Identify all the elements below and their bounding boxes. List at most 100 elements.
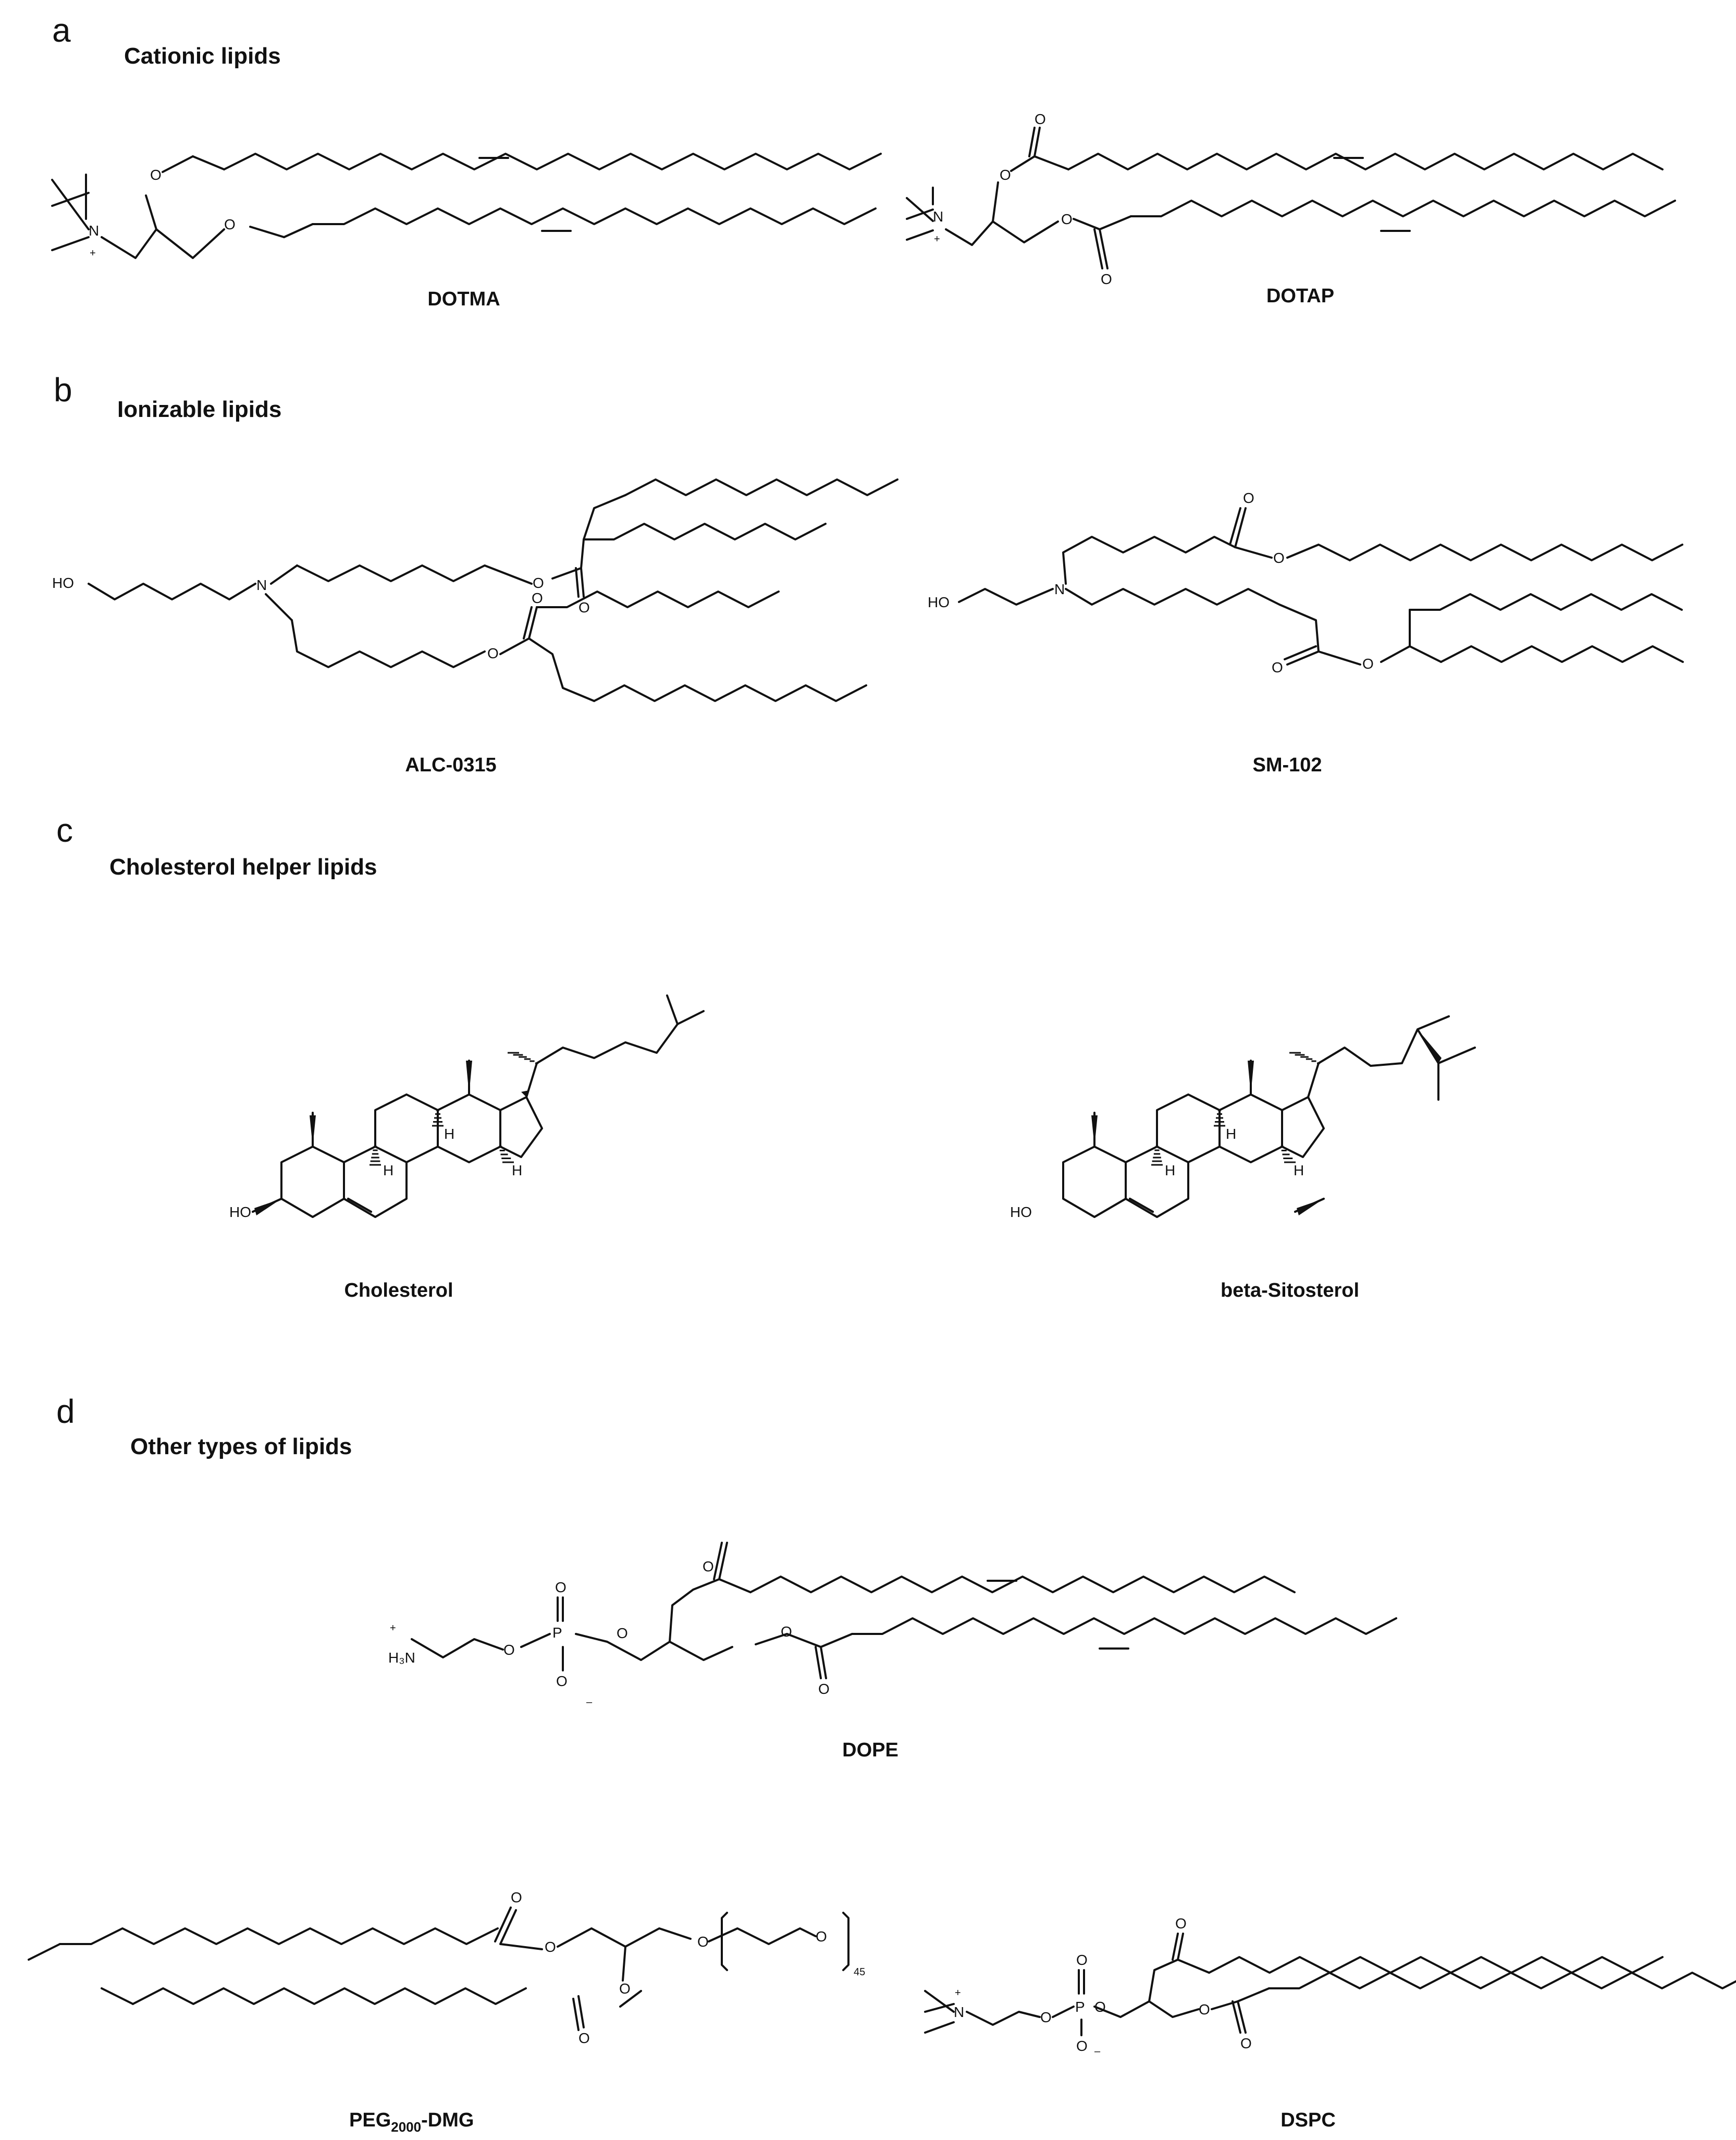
bond-decorations xyxy=(254,157,1442,1650)
atom-hydrogen: H xyxy=(1294,1162,1304,1178)
stereo-wedge xyxy=(310,1115,316,1147)
atom-oxygen: O xyxy=(1000,167,1011,183)
panel-letter-d: d xyxy=(56,1393,75,1430)
atom-oxygen: O xyxy=(578,2030,590,2046)
structure-peg2000-dmg: O O 45 O O O O PEG2000-DMG xyxy=(28,1889,865,2135)
atom-oxygen: O xyxy=(556,1673,568,1689)
atom-oxygen: O xyxy=(487,645,499,661)
compound-label-dotap: DOTAP xyxy=(1266,285,1334,307)
dspc-stearoyl-chain-2 xyxy=(1268,1972,1736,1989)
compound-label-sm-102: SM-102 xyxy=(1252,754,1322,776)
compound-label-beta-sitosterol: beta-Sitosterol xyxy=(1221,1280,1359,1301)
stereo-wedge xyxy=(254,1199,281,1215)
peg-repeat-count: 45 xyxy=(854,1966,865,1978)
panel-heading-b: Ionizable lipids xyxy=(117,397,281,422)
atom-oxygen: O xyxy=(818,1681,830,1697)
dotap-oleoyl-chain-1 xyxy=(1067,153,1664,170)
panel-a: a Cationic lipids N + O O DOTMA N + xyxy=(51,11,1334,310)
panel-b: b Ionizable lipids HO N O O O O ALC-0315 xyxy=(52,371,1442,776)
structure-cholesterol: HO H H H Cholesterol xyxy=(229,994,705,1301)
panel-letter-c: c xyxy=(56,811,73,849)
sm-branch-chain-2 xyxy=(1440,645,1684,663)
atom-oxygen: O xyxy=(619,1981,631,1997)
compound-label-dotma: DOTMA xyxy=(427,288,500,310)
dmg-myristoyl-chain-1 xyxy=(59,1927,499,1945)
dotma-oleyl-chain-1 xyxy=(223,153,882,170)
atom-oxygen: O xyxy=(816,1928,827,1945)
atom-oxygen: O xyxy=(555,1579,567,1595)
charge-minus: – xyxy=(586,1696,593,1708)
charge-plus: + xyxy=(934,233,940,245)
compound-label-cholesterol: Cholesterol xyxy=(344,1280,453,1301)
dope-oleoyl-chain-1 xyxy=(749,1576,1296,1593)
atom-oxygen: O xyxy=(224,216,236,232)
alc-hexyl-tail-4 xyxy=(536,591,780,608)
structure-dotap: N + O O O O DOTAP xyxy=(906,111,1334,307)
atom-hydroxyl: HO xyxy=(52,575,74,591)
charge-plus: + xyxy=(90,248,96,259)
alc-hexyl-tail-3 xyxy=(593,684,867,702)
atom-oxygen: O xyxy=(1076,1952,1088,1968)
structure-dotma: N + O O DOTMA xyxy=(51,155,500,310)
atom-phosphorus: P xyxy=(1075,1999,1085,2015)
atom-hydrogen: H xyxy=(1165,1162,1175,1178)
atom-nitrogen: N xyxy=(954,2004,964,2020)
dotap-oleoyl-chain-2 xyxy=(1130,200,1676,217)
atom-oxygen: O xyxy=(1094,1999,1106,2015)
panel-heading-a: Cationic lipids xyxy=(124,43,281,69)
label-dmg: -DMG xyxy=(421,2109,474,2131)
atom-nitrogen: N xyxy=(933,208,943,225)
atom-oxygen: O xyxy=(1199,2001,1210,2018)
stereo-wedge xyxy=(521,1090,529,1097)
stereo-wedge xyxy=(1248,1061,1254,1094)
atom-oxygen: O xyxy=(1076,2038,1088,2054)
atom-oxygen: O xyxy=(703,1558,714,1575)
compound-label-peg2000-dmg: PEG2000-DMG xyxy=(349,2109,474,2135)
atom-oxygen: O xyxy=(1035,111,1046,127)
panel-c: c Cholesterol helper lipids HO H H H Cho… xyxy=(56,811,1476,1301)
structure-dspc: N + O P O O – O O O O DSPC xyxy=(924,1915,1336,2131)
dope-oleoyl-chain-2 xyxy=(851,1617,1397,1635)
atom-oxygen: O xyxy=(1061,211,1073,227)
atom-hydrogen: H xyxy=(444,1126,454,1142)
atom-oxygen: O xyxy=(1273,550,1285,566)
ring-double-bond xyxy=(347,1198,372,1213)
panel-letter-a: a xyxy=(52,11,71,49)
atom-oxygen: O xyxy=(1175,1915,1187,1932)
label-peg-subscript: 2000 xyxy=(391,2119,421,2135)
alkyl-chains xyxy=(59,153,1736,2005)
compound-label-dope: DOPE xyxy=(842,1739,898,1761)
atom-oxygen: O xyxy=(1240,2035,1252,2051)
atom-oxygen: O xyxy=(532,590,543,606)
panel-heading-d: Other types of lipids xyxy=(130,1434,352,1459)
atom-oxygen: O xyxy=(1101,271,1112,287)
panel-heading-c: Cholesterol helper lipids xyxy=(109,854,377,880)
atom-hydroxyl: HO xyxy=(1010,1204,1032,1220)
atom-hydrogen: H xyxy=(512,1162,522,1178)
atom-oxygen: O xyxy=(1040,2009,1052,2025)
label-peg: PEG xyxy=(349,2109,391,2131)
structure-dope: H₃N + O P O O – O O O O DOPE xyxy=(388,1542,898,1761)
stereo-wedge xyxy=(466,1061,472,1094)
atom-oxygen: O xyxy=(150,167,162,183)
atom-oxygen: O xyxy=(545,1939,556,1955)
atom-nitrogen: N xyxy=(256,577,267,593)
charge-plus: + xyxy=(955,1987,961,1999)
atom-oxygen: O xyxy=(1362,656,1374,672)
charge-minus: – xyxy=(1094,2046,1101,2057)
atom-oxygen: O xyxy=(578,599,590,616)
atom-oxygen: O xyxy=(617,1625,628,1641)
structure-beta-sitosterol: HO H H H beta-Sitosterol xyxy=(1010,1015,1476,1301)
stereo-wedge xyxy=(1297,1199,1324,1215)
stereo-wedge xyxy=(1091,1115,1098,1147)
stereo-wedge xyxy=(1418,1029,1442,1063)
sm-branch-chain-1 xyxy=(1409,593,1683,611)
dspc-stearoyl-chain-1 xyxy=(1208,1956,1664,1974)
structure-alc-0315: HO N O O O O ALC-0315 xyxy=(52,494,626,776)
atom-oxygen: O xyxy=(1272,659,1283,675)
atom-hydroxyl: HO xyxy=(928,594,950,610)
atom-ammonium: H₃N xyxy=(388,1650,415,1666)
atom-nitrogen: N xyxy=(1054,581,1065,597)
sm-undecyl-chain xyxy=(1349,544,1683,561)
